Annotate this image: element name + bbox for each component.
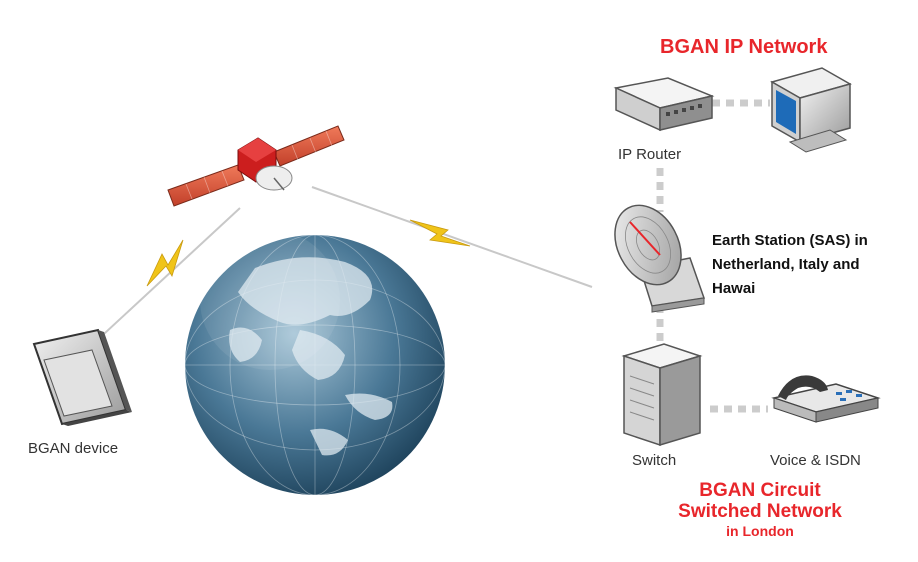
ip-network-title: BGAN IP Network [660, 36, 828, 58]
dish-icon [614, 204, 706, 313]
phone-icon [771, 375, 881, 423]
earth-station-label: Earth Station (SAS) in Netherland, Italy… [712, 232, 868, 297]
signal-bolt-left [146, 239, 184, 287]
router-icon [613, 77, 715, 132]
ip-router-label: IP Router [618, 146, 682, 163]
globe-icon [184, 230, 446, 496]
bgan-device-label: BGAN device [28, 440, 119, 457]
server-icon [621, 343, 703, 447]
signal-bolt-right [409, 219, 471, 247]
satellite-icon [167, 125, 345, 207]
radio-links [91, 186, 593, 346]
signal-bolts [146, 219, 471, 287]
switch-label: Switch [632, 452, 677, 469]
device-satellite-beam [91, 207, 241, 346]
terminal-icon [32, 328, 132, 426]
voice-isdn-label: Voice & ISDN [770, 452, 861, 469]
circuit-network-title: BGAN Circuit Switched Network in London [678, 480, 842, 539]
satellite-earth-station-beam [311, 186, 593, 288]
monitor-icon [770, 67, 852, 153]
